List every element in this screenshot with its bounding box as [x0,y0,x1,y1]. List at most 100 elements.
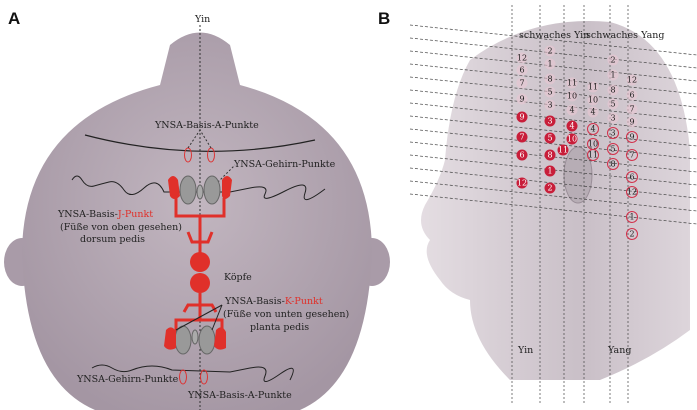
grid-line [409,180,697,212]
point-number: 11 [567,79,577,88]
point-marker [516,64,528,76]
point-marker [544,182,556,194]
basis-a-point [179,369,187,385]
point-marker [626,89,638,101]
point-marker [544,132,556,144]
point-marker [566,90,578,102]
point-number: 10 [588,140,598,149]
point-marker [626,228,638,240]
foot-icon [168,176,180,199]
point-number: 10 [567,92,577,101]
point-number: 5 [547,134,552,143]
point-marker [516,93,528,105]
top-view-head [4,32,390,410]
point-number: 6 [629,173,634,182]
point-marker [544,115,556,127]
lower-wavy-line [91,364,294,382]
point-marker [544,45,556,57]
point-number: 12 [517,179,527,188]
point-number: 2 [610,56,615,65]
point-marker [607,127,619,139]
grid-line [409,24,697,56]
point-marker [607,158,619,170]
point-number: 3 [610,114,615,123]
point-number: 6 [629,91,634,100]
j-point-label: YNSA-Basis-J-Punkt [57,209,153,220]
point-number: 12 [517,54,527,63]
point-marker [544,165,556,177]
point-number: 5 [547,88,552,97]
point-marker [566,104,578,116]
point-number: 2 [547,47,552,56]
grid-line [409,76,697,108]
point-marker [626,186,638,198]
point-number: 4 [569,106,574,115]
dashed-grid [409,5,697,405]
point-number: 4 [569,122,574,131]
gehirn-bottom-label: YNSA-Gehirn-Punkte [76,374,179,385]
point-marker [544,149,556,161]
head-circle [190,273,210,293]
point-marker [516,149,528,161]
basis-a-point [200,369,208,385]
point-number: 11 [588,83,598,92]
weak-yang-label: schwaches Yang [586,30,664,41]
basis-a-bottom-label: YNSA-Basis-A-Punkte [187,390,292,401]
point-number: 1 [610,71,615,80]
foot-icon [222,176,232,199]
point-marker [587,106,599,118]
acupuncture-points: 1267997612218533581211104410111110441011… [516,45,638,240]
point-marker [626,74,638,86]
point-marker [626,103,638,115]
point-marker [626,116,638,128]
point-number: 3 [547,117,552,126]
point-number: 6 [519,66,524,75]
grid-line [409,154,697,186]
gehirn-top-label: YNSA-Gehirn-Punkte [233,159,336,170]
head-circle [190,252,210,272]
k-point-desc: (Füße von unten gesehen) [223,309,349,320]
point-marker [557,144,569,156]
foot-icon [214,327,226,350]
grid-line [409,167,697,199]
point-marker [626,131,638,143]
point-number: 4 [590,125,595,134]
koepfe-label: Köpfe [224,272,252,283]
point-number: 9 [629,133,634,142]
foot-icon [164,327,176,350]
panel-a-label: A [8,9,20,28]
grid-line [409,37,697,69]
grid-line [409,89,697,121]
panel-b-label: B [378,9,390,28]
point-number: 7 [519,79,524,88]
point-marker [544,58,556,70]
point-number: 12 [627,76,637,85]
upper-wavy-line [71,175,326,200]
grid-line [409,50,697,82]
point-number: 6 [519,151,524,160]
point-number: 3 [610,129,615,138]
point-marker [626,149,638,161]
point-marker [626,211,638,223]
side-view-head [421,21,690,381]
point-number: 8 [610,160,615,169]
point-number: 10 [588,96,598,105]
basis-a-top-label: YNSA-Basis-A-Punkte [154,120,259,131]
point-marker [516,131,528,143]
k-point-label: YNSA-Basis-K-Punkt [224,296,323,307]
point-marker [607,98,619,110]
yang-label-b: Yang [607,345,631,356]
point-number: 8 [547,151,552,160]
point-number: 1 [547,60,552,69]
point-number: 8 [547,75,552,84]
point-marker [516,177,528,189]
j-point-latin: dorsum pedis [80,234,145,245]
point-marker [607,112,619,124]
grid-line [409,141,697,173]
point-number: 2 [547,184,552,193]
point-number: 4 [590,108,595,117]
point-marker [516,52,528,64]
yin-label-b: Yin [517,345,533,356]
point-number: 9 [519,113,524,122]
point-number: 2 [629,230,634,239]
